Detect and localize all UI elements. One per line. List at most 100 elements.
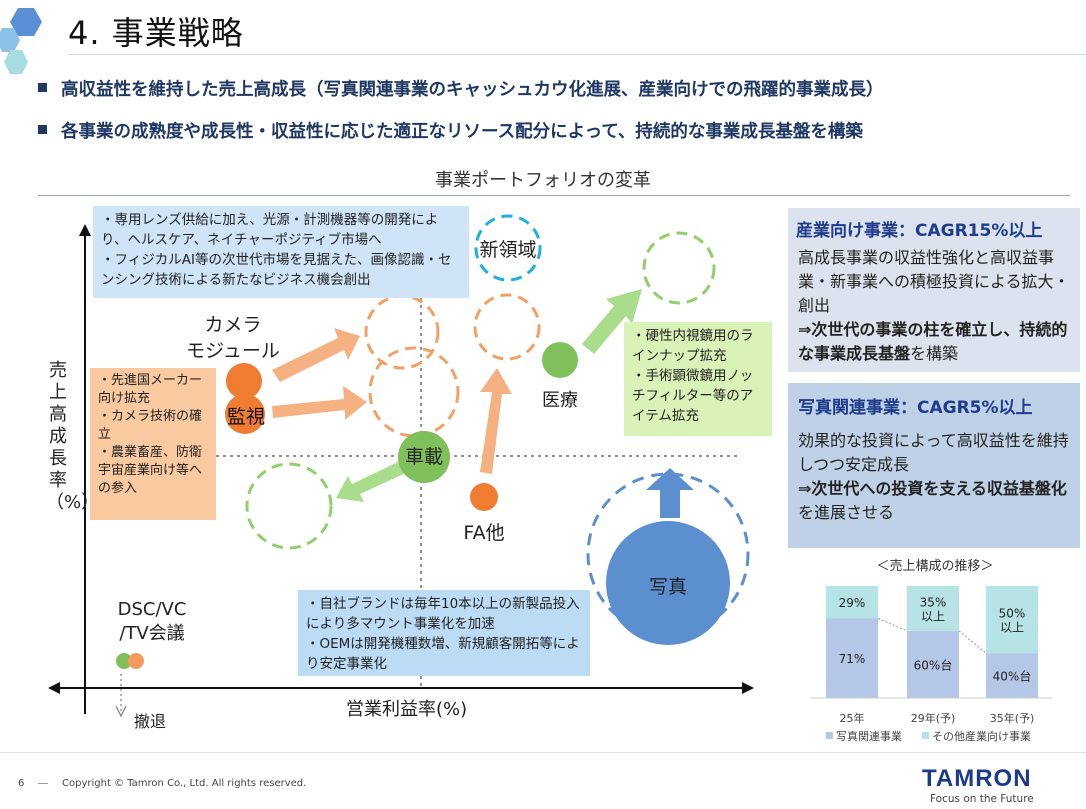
legend-swatch-1 xyxy=(922,732,929,739)
tagline: Focus on the Future xyxy=(930,793,1034,805)
x-axis-left-arrow-icon xyxy=(48,682,60,694)
bar-label-1-2: 50%以上 xyxy=(999,607,1026,635)
portfolio-diagram xyxy=(48,214,754,718)
bar-label-0-2: 40%台 xyxy=(993,669,1032,684)
hexagon-logo-decor xyxy=(0,8,42,74)
industrial-panel-tail: を構築 xyxy=(910,344,959,363)
fa-dot xyxy=(470,483,498,511)
new-domain-circle xyxy=(474,214,542,282)
camera-module-label: カメラ モジュール xyxy=(186,314,280,362)
bar-0-1 xyxy=(907,630,959,698)
surveillance-strategy-box: ・先進国メーカー向け拡充 ・カメラ技術の確立 ・農業畜産、防衛宇宙産業向け等への… xyxy=(90,368,216,520)
camera-module-dot xyxy=(226,363,262,399)
photo-strategy-box: ・自社ブランドは毎年10本以上の新製品投入により多マウント事業化を加速 ・OEM… xyxy=(298,590,590,676)
automotive-target-circle xyxy=(245,462,333,550)
photo-panel-body: 効果的な投資によって高収益性を維持しつつ安定成長 ⇒次世代への投資を支える収益基… xyxy=(798,429,1074,525)
withdraw-arrow-icon xyxy=(115,705,127,718)
connector-line-0 xyxy=(877,618,908,632)
page-title: 4. 事業戦略 xyxy=(68,14,244,52)
industrial-panel-body: 高成長事業の収益性強化と高収益事業・新事業への積極投資による拡大・創出 ⇒次世代… xyxy=(798,246,1074,366)
camera-growth-arrow-icon xyxy=(272,328,360,382)
photo-panel: 写真関連事業：CAGR5%以上 効果的な投資によって高収益性を維持しつつ安定成長… xyxy=(788,383,1080,548)
fa-label: FA他 xyxy=(463,522,505,544)
camera-target-circle xyxy=(364,294,440,370)
title-divider xyxy=(68,54,1086,55)
dsc-label: DSC/VC /TV会議 xyxy=(117,599,187,644)
withdraw-label: 撤退 xyxy=(134,712,167,731)
surveillance-label: 監視 xyxy=(226,406,265,428)
surveillance-growth-arrow-icon xyxy=(272,386,367,420)
title-bar xyxy=(0,0,1086,74)
portfolio-divider xyxy=(38,195,1070,196)
x-axis-right-arrow-icon xyxy=(742,682,754,694)
footer-dash xyxy=(38,783,48,784)
bullet-1-text: 高収益性を維持した売上高成長（写真関連事業のキャッシュカウ化進展、産業向けでの飛… xyxy=(61,80,884,100)
medical-strategy-text-2: ・手術顕微鏡用ノッチフィルター等のアイテム拡充 xyxy=(632,368,754,424)
surveillance-strategy-text-2: ・カメラ技術の確立 xyxy=(98,409,203,442)
photo-label: 写真 xyxy=(648,576,687,598)
bar-0-2 xyxy=(986,653,1038,698)
chart-title: ＜売上構成の推移＞ xyxy=(876,558,993,574)
bar-label-0-1: 60%台 xyxy=(914,657,953,672)
industrial-panel-emph: ⇒次世代の事業の柱を確立し、持続的な事業成長基盤 xyxy=(798,320,1068,363)
bullet-square-icon xyxy=(38,83,47,92)
bar-1-0 xyxy=(826,586,878,619)
sales-composition-chart: ＜売上構成の推移＞71%29%25年60%台35%以上29年(予)40%台50%… xyxy=(810,558,1052,743)
medical-label: 医療 xyxy=(542,390,578,411)
photo-strategy-text-2: ・OEMは開発機種数増、新規顧客開拓等により安定事業化 xyxy=(306,636,580,672)
industrial-panel: 産業向け事業：CAGR15%以上 高成長事業の収益性強化と高収益事業・新事業への… xyxy=(788,208,1080,372)
photo-up-arrow-icon xyxy=(646,468,694,518)
bar-1-2 xyxy=(986,586,1038,654)
x-tick-2: 35年(予) xyxy=(990,711,1035,725)
industrial-panel-text: 高成長事業の収益性強化と高収益事業・新事業への積極投資による拡大・創出 xyxy=(798,248,1070,315)
legend-label-0: 写真関連事業 xyxy=(836,729,902,743)
footer-divider xyxy=(0,752,1086,753)
bar-label-0-0: 71% xyxy=(839,652,866,666)
bullet-2: 各事業の成熟度や成長性・収益性に応じた適正なリソース配分によって、持続的な事業成… xyxy=(38,118,863,143)
bullet-2-text: 各事業の成熟度や成長性・収益性に応じた適正なリソース配分によって、持続的な事業成… xyxy=(61,122,863,142)
legend-swatch-0 xyxy=(826,732,833,739)
tamron-logo: TAMRON xyxy=(922,765,1032,792)
fa-growth-arrow-icon xyxy=(480,368,512,474)
new-business-text-2: ・フィジカルAI等の次世代市場を見据えた、画像認識・センシング技術による新たなビ… xyxy=(101,252,452,288)
automotive-shift-arrow-icon xyxy=(336,460,408,502)
connector-line-1 xyxy=(958,630,987,654)
photo-panel-text: 効果的な投資によって高収益性を維持しつつ安定成長 xyxy=(798,431,1069,474)
automotive-label: 車載 xyxy=(404,446,443,468)
surveillance-target-circle xyxy=(368,346,460,438)
medical-target-circle xyxy=(642,231,716,305)
dsc-dot-orange xyxy=(128,653,144,669)
photo-strategy-text-1: ・自社ブランドは毎年10本以上の新製品投入により多マウント事業化を加速 xyxy=(306,596,580,632)
medical-strategy-text-1: ・硬性内視鏡用のラインナップ拡充 xyxy=(632,328,754,364)
bar-0-0 xyxy=(826,618,878,698)
page-number: 6 xyxy=(18,778,25,789)
x-tick-1: 29年(予) xyxy=(911,711,956,725)
surveillance-strategy-text-3: ・農業畜産、防衛宇宙産業向け等への参入 xyxy=(98,445,203,496)
automotive-dot xyxy=(398,431,450,483)
industrial-panel-head: 産業向け事業：CAGR15%以上 xyxy=(796,221,1043,241)
bullet-1: 高収益性を維持した売上高成長（写真関連事業のキャッシュカウ化進展、産業向けでの飛… xyxy=(38,76,884,101)
x-axis-label: 営業利益率(%) xyxy=(346,699,468,720)
photo-dot xyxy=(606,521,730,645)
fa-target-circle xyxy=(473,293,541,361)
photo-panel-head: 写真関連事業：CAGR5%以上 xyxy=(798,398,1033,418)
surveillance-dot xyxy=(225,394,265,434)
copyright: Copyright © Tamron Co., Ltd. All rights … xyxy=(62,778,307,789)
y-axis-arrow-icon xyxy=(79,224,91,236)
bar-label-1-0: 29% xyxy=(839,596,866,610)
new-business-box: ・専用レンズ供給に加え、光源・計測機器等の開発により、ヘルスケア、ネイチャーポジ… xyxy=(93,206,469,298)
bar-1-1 xyxy=(907,586,959,631)
bullet-square-icon xyxy=(38,125,47,134)
y-axis-label: 売上高成長率（%） xyxy=(46,360,100,513)
portfolio-title: 事業ポートフォリオの変革 xyxy=(435,170,651,191)
medical-growth-arrow-icon xyxy=(582,289,642,354)
dsc-dot-green xyxy=(116,653,132,669)
legend-label-1: その他産業向け事業 xyxy=(932,729,1031,743)
new-domain-label: 新領域 xyxy=(479,239,537,261)
photo-panel-tail: を進展させる xyxy=(798,503,895,522)
surveillance-strategy-text-1: ・先進国メーカー向け拡充 xyxy=(98,373,203,406)
medical-strategy-box: ・硬性内視鏡用のラインナップ拡充 ・手術顕微鏡用ノッチフィルター等のアイテム拡充 xyxy=(624,322,772,436)
bar-label-1-1: 35%以上 xyxy=(920,595,947,623)
photo-panel-emph: ⇒次世代への投資を支える収益基盤化 xyxy=(798,479,1067,498)
medical-dot xyxy=(542,342,578,378)
